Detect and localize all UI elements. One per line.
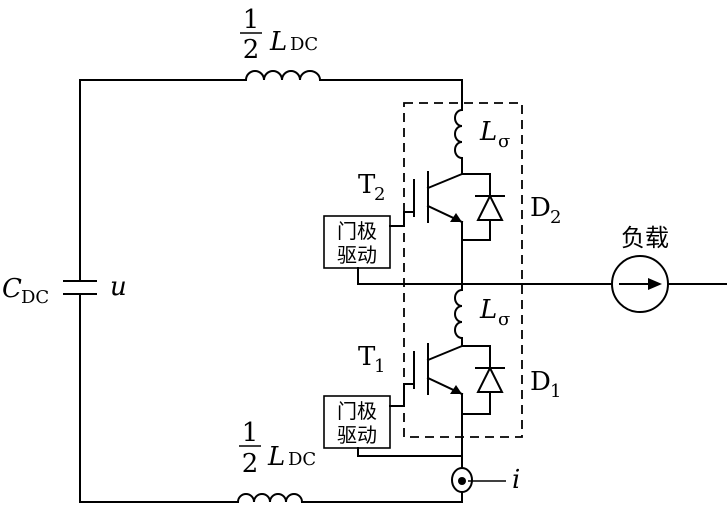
inductor-top-label: 1 2 L DC (240, 5, 318, 65)
switch-lower-subscript: 1 (374, 356, 385, 377)
gate-driver-lower-line1: 门极 (337, 399, 377, 423)
diode-lower-symbol: D (530, 367, 551, 397)
stray-upper-symbol: L (479, 117, 497, 147)
stray-lower-symbol: L (479, 295, 497, 325)
stray-lower-subscript: σ (498, 309, 510, 330)
inductor-bottom-label: 1 2 L DC (239, 418, 316, 479)
diode-upper-label: D 2 (530, 193, 561, 228)
gate-driver-lower: 门极 驱动 (323, 383, 463, 457)
current-label: i (512, 465, 520, 495)
diode-lower-subscript: 1 (550, 381, 561, 402)
inductor-top-num: 1 (243, 5, 260, 35)
inductor-top-symbol: L (269, 27, 287, 57)
load-source (611, 255, 669, 313)
stray-inductor-upper (454, 108, 464, 175)
stray-upper-subscript: σ (498, 131, 510, 152)
diode-lower (475, 365, 505, 393)
gate-driver-lower-line2: 驱动 (337, 423, 377, 447)
diode-lower-label: D 1 (530, 367, 561, 402)
capacitor (63, 280, 97, 295)
gate-driver-upper-line1: 门极 (337, 219, 377, 243)
capacitor-subscript: DC (21, 287, 49, 308)
capacitor-symbol: C (2, 274, 22, 304)
igbt-upper (413, 171, 491, 241)
igbt-lower (413, 343, 491, 415)
capacitor-label: C DC (2, 274, 49, 308)
switch-lower-symbol: T (358, 342, 376, 372)
inductor-bottom (236, 493, 304, 504)
voltage-label: u (110, 272, 127, 302)
switch-upper-subscript: 2 (374, 184, 385, 205)
inductor-bottom-symbol: L (267, 442, 285, 472)
stray-upper-label: L σ (479, 117, 510, 152)
inductor-bottom-num: 1 (242, 418, 259, 448)
switch-upper-symbol: T (358, 170, 376, 200)
gate-driver-upper-line2: 驱动 (337, 243, 377, 267)
current-sensor (451, 466, 506, 494)
inductor-bottom-den: 2 (242, 449, 259, 479)
diode-upper (475, 193, 505, 221)
diode-upper-symbol: D (530, 193, 551, 223)
switch-lower-label: T 1 (358, 342, 385, 377)
gate-driver-upper: 门极 驱动 (323, 211, 405, 285)
diode-upper-subscript: 2 (550, 207, 561, 228)
inductor-top-subscript: DC (290, 34, 318, 55)
stray-lower-label: L σ (479, 295, 510, 330)
load-label: 负载 (621, 224, 669, 252)
inductor-top (244, 70, 322, 82)
switch-upper-label: T 2 (358, 170, 385, 205)
inductor-top-den: 2 (243, 35, 260, 65)
stray-inductor-lower (454, 288, 464, 347)
inductor-bottom-subscript: DC (288, 449, 316, 470)
